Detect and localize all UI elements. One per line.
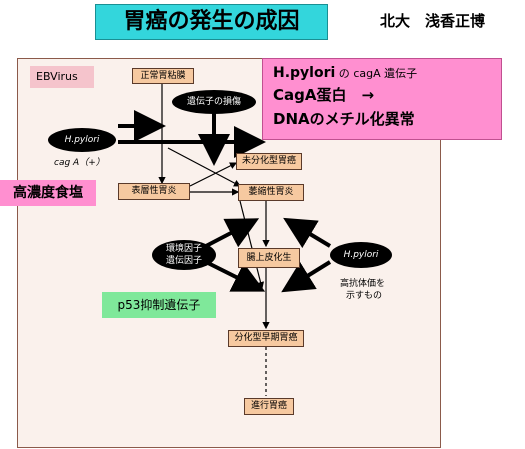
high-antibody-note-2: 示すもの (346, 291, 383, 301)
node-early-diff-cancer: 分化型早期胃癌 (228, 330, 304, 347)
arrow-superficial-to-undiff (189, 162, 238, 187)
caga-line-2: CagA蛋白 → (273, 86, 375, 104)
p53-label: p53抑制遺伝子 (102, 292, 216, 318)
arrow-mucosa-to-atrophic (167, 147, 242, 187)
high-antibody-note-1: 高抗体価を (340, 279, 386, 289)
page-title: 胃癌の発生の成因 (95, 4, 328, 40)
high-salt-label: 高濃度食塩 (0, 180, 96, 206)
env-genetic-ellipse: 環境因子 遺伝因子 (152, 240, 216, 270)
arrow-hpylori-right-to-early (281, 260, 332, 293)
node-normal-mucosa: 正常胃粘膜 (132, 68, 194, 84)
node-advanced-cancer: 進行胃癌 (244, 398, 294, 415)
gene-damage-ellipse: 遺伝子の損傷 (172, 90, 256, 114)
author-credit: 北大 浅香正博 (380, 12, 486, 30)
arrow-env-to-early (205, 260, 266, 292)
caga-line-1: H.pylori の cagA 遺伝子 (273, 65, 418, 81)
arrow-atrophic-to-early (239, 200, 265, 290)
caga-explanation-box: H.pylori の cagA 遺伝子 CagA蛋白 → DNAのメチル化異常 (262, 58, 502, 140)
hpylori-right-ellipse: H.pylori (330, 242, 392, 268)
hpylori-left-ellipse: H.pylori (48, 128, 116, 152)
caga-line-3: DNAのメチル化異常 (273, 110, 415, 128)
ebvirus-label: EBVirus (30, 66, 94, 88)
node-undiff-cancer: 未分化型胃癌 (236, 153, 302, 170)
arrow-env-to-atrophic (205, 218, 260, 248)
node-intestinal-metaplasia: 腸上皮化生 (238, 248, 300, 268)
arrow-hpylori-right-to-atrophic (283, 217, 332, 249)
node-atrophic-gastritis: 萎縮性胃炎 (238, 184, 304, 201)
caga-positive-note: cag A（+） (54, 158, 105, 168)
node-superficial-gastritis: 表層性胃炎 (118, 183, 190, 200)
